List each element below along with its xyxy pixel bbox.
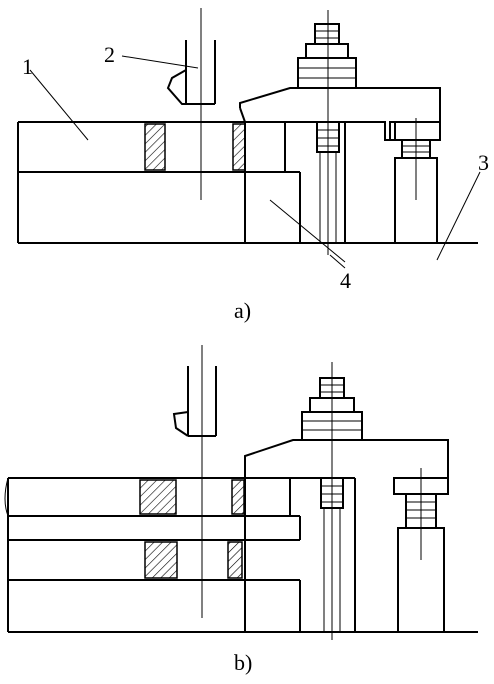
- clamp-nut-a: [297, 10, 357, 255]
- leader-4b: [329, 254, 346, 269]
- workpiece-plate-a: [17, 121, 245, 173]
- threaded-stud-a: [316, 121, 340, 243]
- label-part-2: 2: [104, 42, 115, 67]
- hatched-bushing-left-a: [144, 123, 166, 171]
- clamp-nut-b: [301, 362, 363, 640]
- stacked-plates-b: [4, 477, 301, 632]
- hatched-bushing-right-a: [232, 123, 246, 171]
- label-part-4: 4: [340, 268, 351, 293]
- hatched-bushing-lower-right-b: [227, 541, 243, 579]
- leader-1: [29, 69, 89, 141]
- caption-b: b): [234, 650, 252, 675]
- clamp-bar-b: [244, 439, 449, 479]
- label-part-3: 3: [478, 150, 489, 175]
- cutting-tool-a: [166, 8, 216, 200]
- hatched-bushing-upper-left-b: [139, 479, 177, 515]
- threaded-stud-b: [320, 477, 344, 632]
- cutting-tool-b: [172, 345, 217, 618]
- view-b: b): [4, 345, 478, 675]
- caption-a: a): [234, 298, 251, 323]
- leader-4a: [269, 199, 346, 263]
- fixture-column-a: [244, 121, 346, 243]
- label-part-1: 1: [22, 54, 33, 79]
- leader-3: [436, 171, 481, 261]
- leader-2: [121, 55, 199, 69]
- support-block-a: [17, 171, 301, 243]
- support-pillar-b: [393, 468, 449, 633]
- hatched-bushing-lower-left-b: [144, 541, 178, 579]
- view-a: 1 2 3 4 a): [17, 8, 489, 323]
- hatched-bushing-upper-right-b: [231, 479, 245, 515]
- support-pillar-a: [389, 118, 441, 244]
